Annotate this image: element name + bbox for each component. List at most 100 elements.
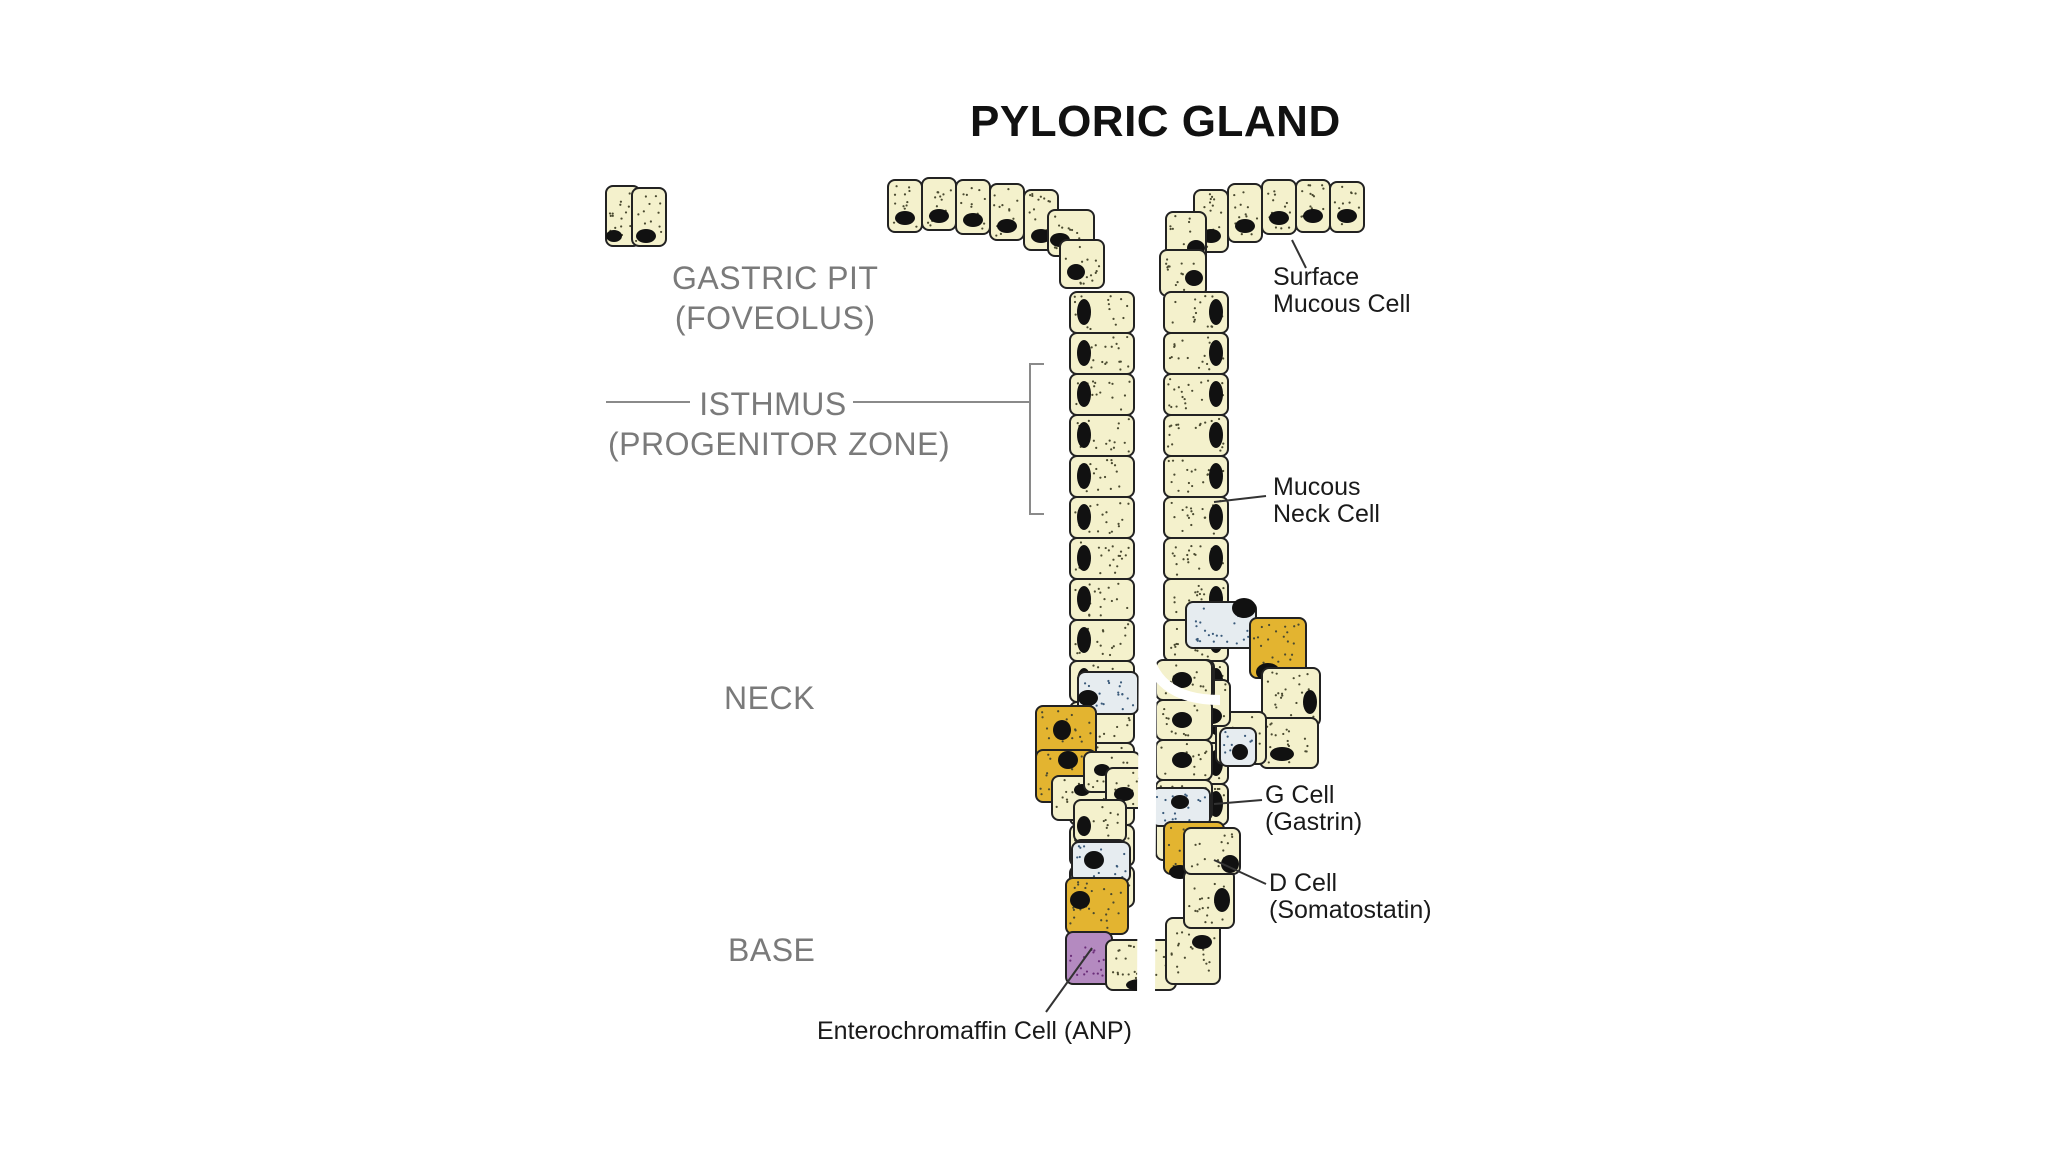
mucous-cell-granule <box>1222 849 1225 852</box>
mucous-cell-nucleus <box>1114 787 1134 801</box>
mucous-cell-granule <box>1193 320 1196 323</box>
mucous-cell-granule <box>1192 316 1195 319</box>
mucous-cell-granule <box>1202 958 1205 962</box>
mucous-cell-nucleus <box>1077 299 1091 325</box>
mucous-cell-granule <box>1098 735 1101 738</box>
mucous-cell <box>631 187 667 247</box>
mucous-cell-granule <box>1111 396 1114 399</box>
mucous-cell-granule <box>620 217 623 220</box>
mucous-cell-granule <box>1167 265 1170 268</box>
mucous-cell-granule <box>905 204 908 207</box>
mucous-cell-granule <box>1340 223 1344 226</box>
g-cell-granule <box>1188 819 1191 822</box>
g-cell <box>1071 841 1131 883</box>
mucous-cell-granule <box>1222 586 1225 590</box>
mucous-cell-granule <box>1213 198 1216 201</box>
g-cell-granule <box>1195 625 1198 628</box>
mucous-cell-granule <box>1090 346 1093 349</box>
mucous-cell-granule <box>1194 843 1197 846</box>
mucous-cell-granule <box>1202 685 1205 688</box>
mucous-cell-nucleus <box>1209 381 1223 407</box>
mucous-cell-granule <box>1300 691 1304 694</box>
mucous-cell-granule <box>1094 381 1097 385</box>
mucous-cell-granule <box>1128 380 1131 383</box>
mucous-cell-granule <box>1181 459 1184 462</box>
mucous-cell-nucleus <box>1172 712 1192 728</box>
mucous-cell-granule <box>627 205 630 208</box>
mucous-cell-granule <box>1088 614 1091 617</box>
g-cell-granule <box>1233 622 1236 625</box>
mucous-cell-granule <box>1190 523 1193 527</box>
d-cell <box>1065 877 1129 935</box>
mucous-cell-granule <box>1092 439 1095 442</box>
enterochromaffin-cell-granule <box>1100 968 1103 971</box>
mucous-cell-granule <box>1108 381 1111 384</box>
mucous-cell-granule <box>1118 485 1121 488</box>
mucous-cell-granule <box>1182 288 1186 291</box>
mucous-cell-granule <box>1277 692 1280 695</box>
mucous-cell-granule <box>1061 226 1064 229</box>
mucous-cell-granule <box>1194 311 1198 315</box>
mucous-cell-granule <box>1197 366 1201 369</box>
g-cell-granule <box>1078 855 1081 859</box>
mucous-cell-granule <box>1221 382 1224 385</box>
mucous-cell-granule <box>1186 558 1189 561</box>
d-cell-granule <box>1277 660 1280 663</box>
mucous-cell-granule <box>1341 185 1344 189</box>
enterochromaffin-cell-granule <box>1093 949 1096 952</box>
d-cell-granule <box>1105 919 1108 922</box>
mucous-cell-granule <box>1207 896 1210 900</box>
mucous-cell-granule <box>1199 545 1202 548</box>
mucous-cell-granule <box>1274 703 1277 706</box>
d-cell-granule <box>1039 787 1042 790</box>
zone-gastric-pit-line2: (FOVEOLUS) <box>674 300 876 336</box>
mucous-cell-granule <box>962 193 965 196</box>
mucous-cell-granule <box>1199 758 1202 761</box>
mucous-cell-granule <box>1115 470 1118 473</box>
mucous-cell-granule <box>1127 784 1130 787</box>
enterochromaffin-cell-granule <box>1069 954 1073 957</box>
mucous-cell-granule <box>1184 407 1188 410</box>
mucous-cell-granule <box>960 201 963 205</box>
mucous-cell-granule <box>1175 627 1179 631</box>
enterochromaffin-cell-granule <box>1079 967 1083 970</box>
mucous-cell-granule <box>892 221 896 224</box>
d-cell-granule <box>1110 892 1113 896</box>
mucous-cell-granule <box>1031 194 1034 198</box>
mucous-cell-granule <box>1169 378 1172 381</box>
mucous-cell-granule <box>982 222 986 225</box>
mucous-cell-granule <box>1134 976 1138 980</box>
mucous-cell-granule <box>1177 942 1180 945</box>
mucous-cell-granule <box>1096 779 1099 783</box>
g-cell-granule <box>1243 734 1247 737</box>
mucous-cell-granule <box>1301 190 1304 193</box>
mucous-cell-granule <box>1132 771 1135 774</box>
d-cell-granule <box>1071 768 1074 771</box>
mucous-cell-granule <box>1173 473 1176 476</box>
mucous-cell-nucleus <box>1209 299 1223 325</box>
mucous-cell-granule <box>1175 932 1179 935</box>
mucous-cell-granule <box>1101 360 1104 364</box>
mucous-cell-granule <box>993 204 996 207</box>
mucous-cell-granule <box>1171 443 1174 446</box>
mucous-cell-granule <box>1357 206 1361 209</box>
g-cell-granule <box>1173 812 1177 815</box>
d-cell-granule <box>1169 826 1173 830</box>
mucous-cell-granule <box>1108 531 1111 535</box>
mucous-cell-granule <box>1105 442 1108 445</box>
mucous-cell-granule <box>1076 231 1079 235</box>
mucous-cell-granule <box>1120 557 1124 560</box>
mucous-cell-granule <box>1103 597 1106 601</box>
mucous-cell-granule <box>1222 885 1225 888</box>
mucous-cell-granule <box>1176 642 1179 646</box>
d-cell-granule <box>1167 843 1171 847</box>
d-cell-granule <box>1286 640 1289 643</box>
d-cell-granule <box>1047 753 1050 756</box>
mucous-cell-granule <box>657 211 660 214</box>
mucous-cell-granule <box>1112 336 1115 339</box>
mucous-cell-granule <box>1188 904 1191 908</box>
mucous-cell <box>1163 373 1229 416</box>
mucous-cell-granule <box>628 192 631 195</box>
mucous-cell-granule <box>1189 230 1192 233</box>
mucous-cell-granule <box>1173 554 1176 557</box>
